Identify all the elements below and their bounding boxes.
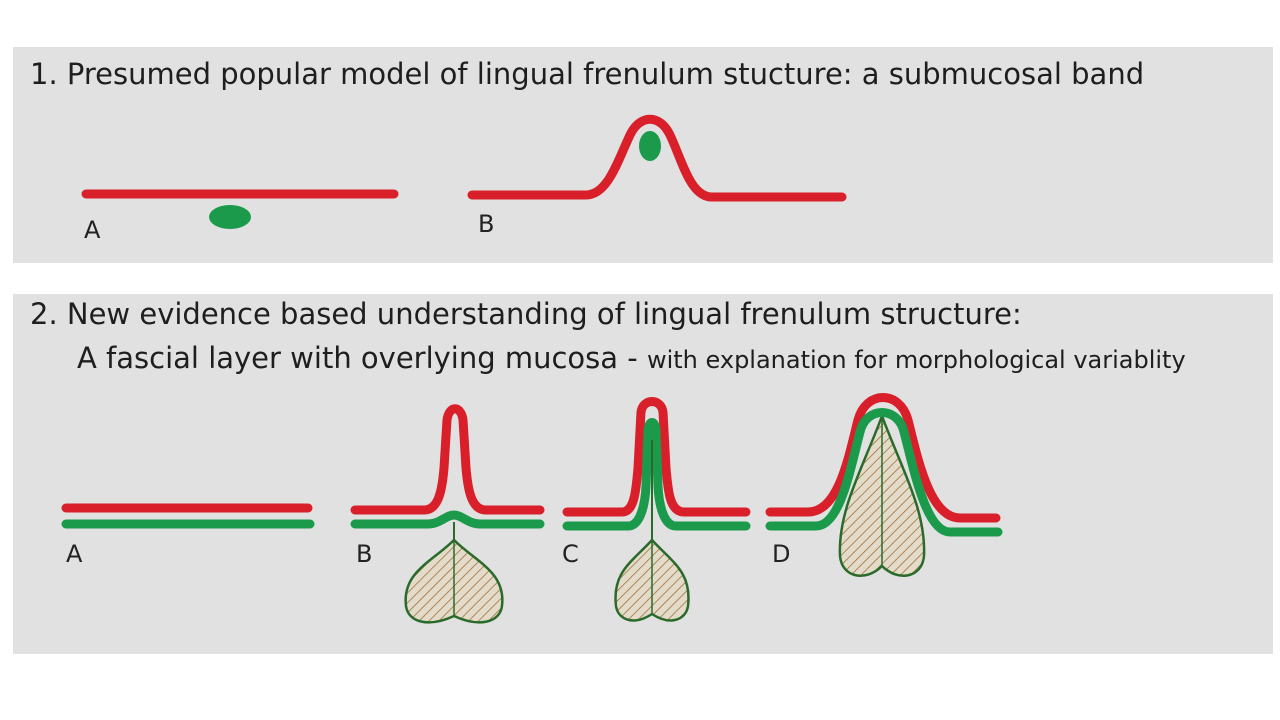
section2-heading-main: A fascial layer with overlying mucosa - [77, 341, 647, 375]
mucosa-fold [467, 114, 847, 202]
fascia-fold [765, 408, 1003, 537]
section2-heading-line2: A fascial layer with overlying mucosa - … [77, 341, 1186, 377]
label-2a: A [66, 540, 83, 568]
mucosa-fold [350, 404, 545, 515]
label-2c: C [562, 540, 579, 568]
label-1a: A [84, 216, 101, 244]
label-2d: D [772, 540, 791, 568]
submucosal-band [209, 205, 251, 229]
submucosal-band [639, 131, 661, 161]
model2-a [61, 503, 315, 529]
model2-b [350, 404, 545, 624]
section2-heading-small: with explanation for morphological varia… [646, 346, 1186, 374]
model2-c [562, 397, 751, 622]
model1-a [81, 189, 399, 229]
mucosa-fold [562, 397, 751, 517]
fascia-fold [562, 418, 751, 531]
section2-heading-line1: 2. New evidence based understanding of l… [30, 297, 1022, 331]
section1-heading: 1. Presumed popular model of lingual fre… [30, 57, 1145, 91]
mucosa-fold [765, 393, 1001, 523]
model1-b [467, 114, 847, 202]
label-1b: B [478, 210, 495, 238]
fascia-line [350, 510, 545, 529]
model2-d [765, 393, 1003, 577]
label-2b: B [356, 540, 373, 568]
